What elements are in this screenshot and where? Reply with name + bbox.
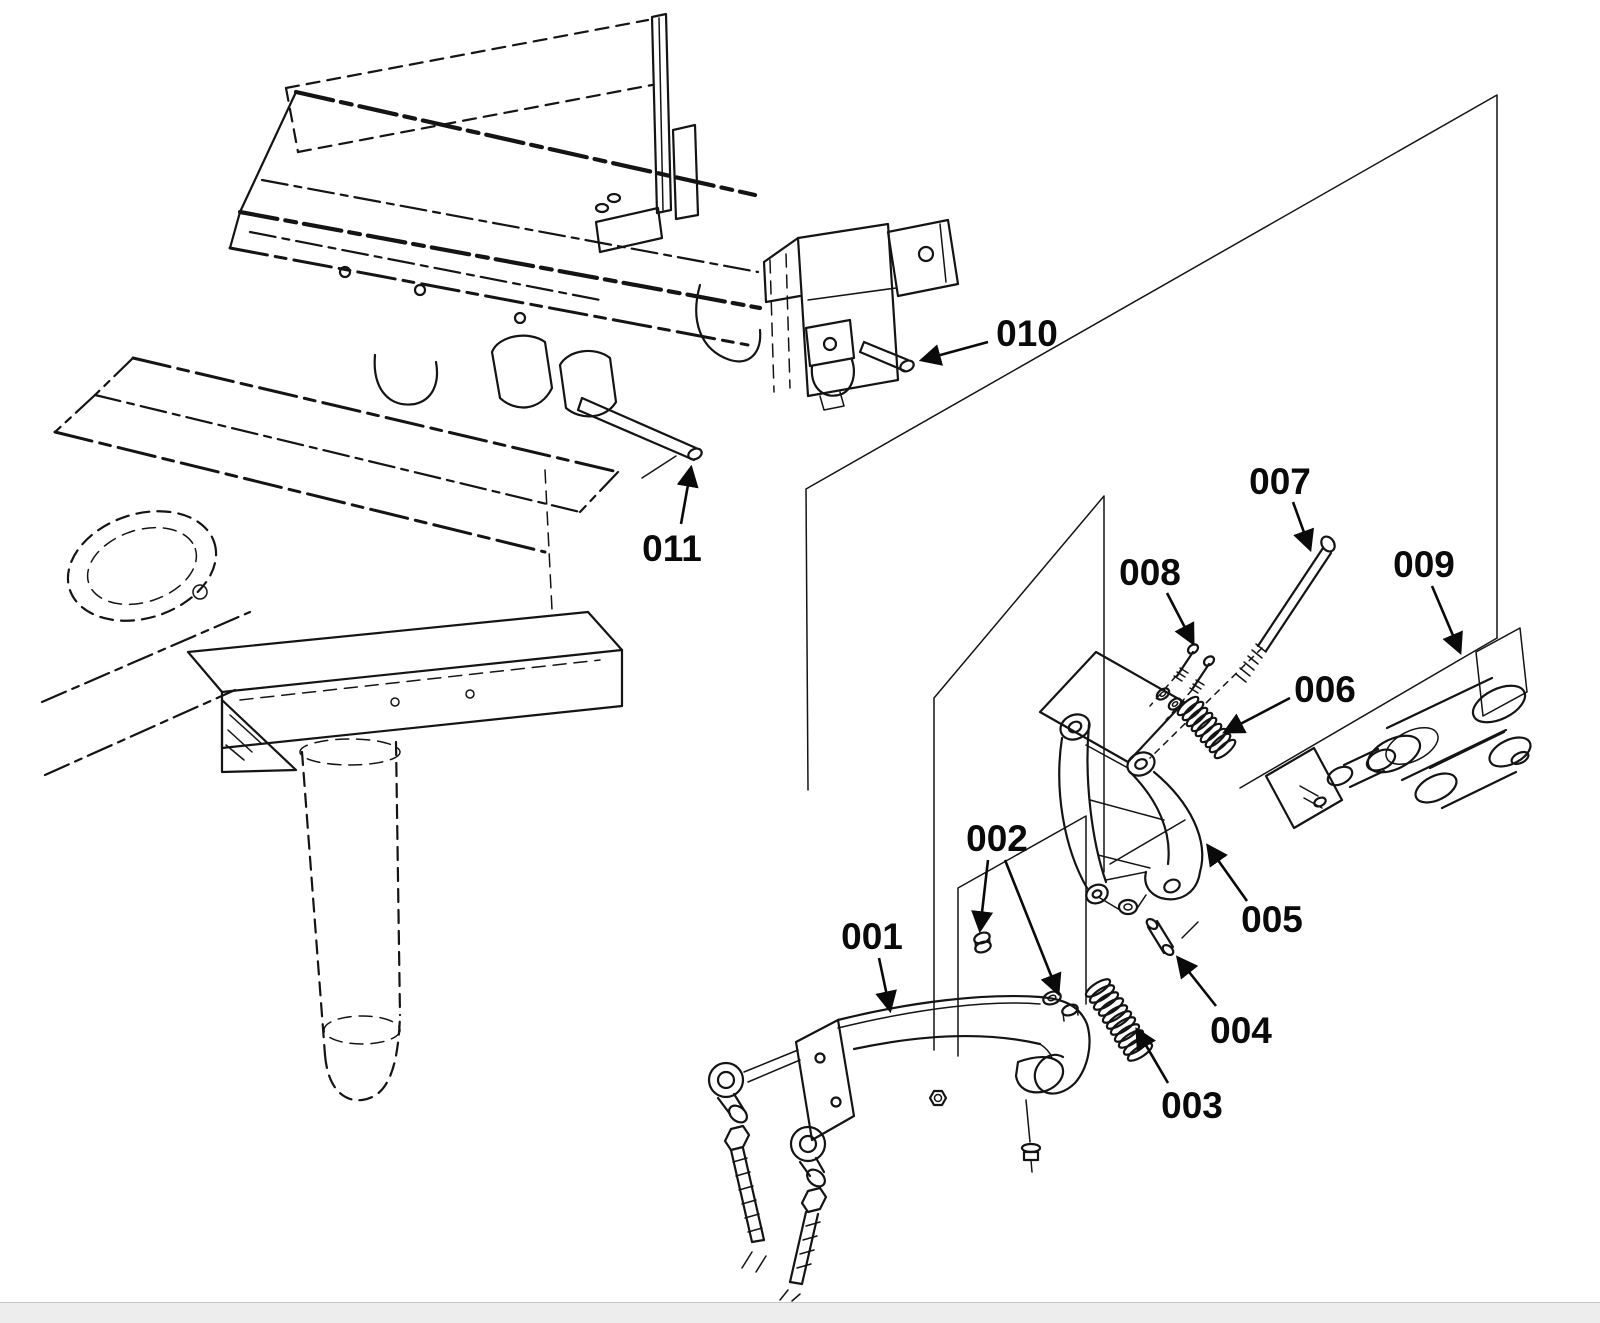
actuator-mount-plate [1264, 746, 1344, 830]
callout-010[interactable]: 010 [918, 313, 1058, 366]
callout-006-leader [1222, 696, 1291, 734]
clevis-pin-010 [858, 340, 915, 373]
callout-002-leader-a [971, 859, 994, 934]
callout-005[interactable]: 005 [1206, 843, 1303, 940]
compression-spring-003 [1084, 978, 1154, 1062]
callout-001-label[interactable]: 001 [841, 916, 903, 957]
callout-004-leader [1175, 955, 1218, 1007]
pin-004 [1145, 917, 1199, 957]
hardware-002 [973, 931, 1079, 1022]
callout-006[interactable]: 006 [1222, 669, 1356, 734]
anchor-plate [1038, 647, 1263, 764]
pedal-hanging-bolt [1020, 1099, 1042, 1173]
callout-001-leader [875, 957, 897, 1014]
callout-008-leader [1165, 592, 1195, 646]
callout-005-label[interactable]: 005 [1241, 899, 1303, 940]
callout-007[interactable]: 007 [1249, 461, 1315, 553]
horizontal-scrollbar[interactable] [0, 1302, 1600, 1323]
mounting-panels [805, 94, 1498, 1057]
mount-bracket-weldment [762, 218, 960, 411]
callout-011-label[interactable]: 011 [642, 528, 702, 569]
callout-002[interactable]: 002 [966, 818, 1062, 997]
callout-010-leader [918, 340, 989, 366]
callout-011[interactable]: 011 [642, 464, 702, 569]
actuator-motor [1414, 730, 1532, 810]
callouts: 001 002 003 004 005 006 007 008 [642, 313, 1463, 1126]
pivot-rod-011 [576, 396, 703, 479]
callout-004-label[interactable]: 004 [1210, 1010, 1272, 1051]
rod-end-left [707, 1049, 801, 1273]
callout-002-leader-b [1003, 859, 1062, 997]
callout-009[interactable]: 009 [1393, 544, 1463, 656]
pedal-mount-plate [794, 1018, 856, 1142]
machine-frame-phantom-outline [40, 12, 763, 1102]
callout-009-label[interactable]: 009 [1393, 544, 1455, 585]
compression-spring-006 [1176, 695, 1237, 760]
pedal-arm [836, 994, 1091, 1095]
actuator-rod [1326, 747, 1397, 789]
callout-001[interactable]: 001 [841, 916, 903, 1014]
callout-005-leader [1206, 843, 1249, 902]
callout-010-label[interactable]: 010 [996, 313, 1058, 354]
callout-003[interactable]: 003 [1135, 1027, 1223, 1126]
callout-004[interactable]: 004 [1175, 955, 1272, 1051]
actuator-body [1366, 676, 1527, 782]
callout-003-leader [1135, 1027, 1170, 1084]
linear-actuator-009 [1264, 627, 1532, 830]
rod-end-right [779, 1125, 828, 1302]
pedal-assembly-001 [707, 994, 1091, 1302]
bolt-007 [1235, 535, 1336, 683]
callout-011-leader [676, 464, 699, 525]
pedal-hex-nut [928, 1089, 948, 1107]
actuator-rear-flag-plate [1475, 627, 1528, 717]
callout-007-leader [1291, 501, 1315, 553]
callout-008-label[interactable]: 008 [1119, 552, 1181, 593]
callout-002-label[interactable]: 002 [966, 818, 1028, 859]
callout-009-leader [1430, 585, 1463, 656]
callout-006-label[interactable]: 006 [1294, 669, 1356, 710]
callout-008[interactable]: 008 [1119, 552, 1195, 646]
callout-003-label[interactable]: 003 [1161, 1085, 1223, 1126]
callout-007-label[interactable]: 007 [1249, 461, 1311, 502]
pivot-bracket-005 [1058, 713, 1204, 916]
